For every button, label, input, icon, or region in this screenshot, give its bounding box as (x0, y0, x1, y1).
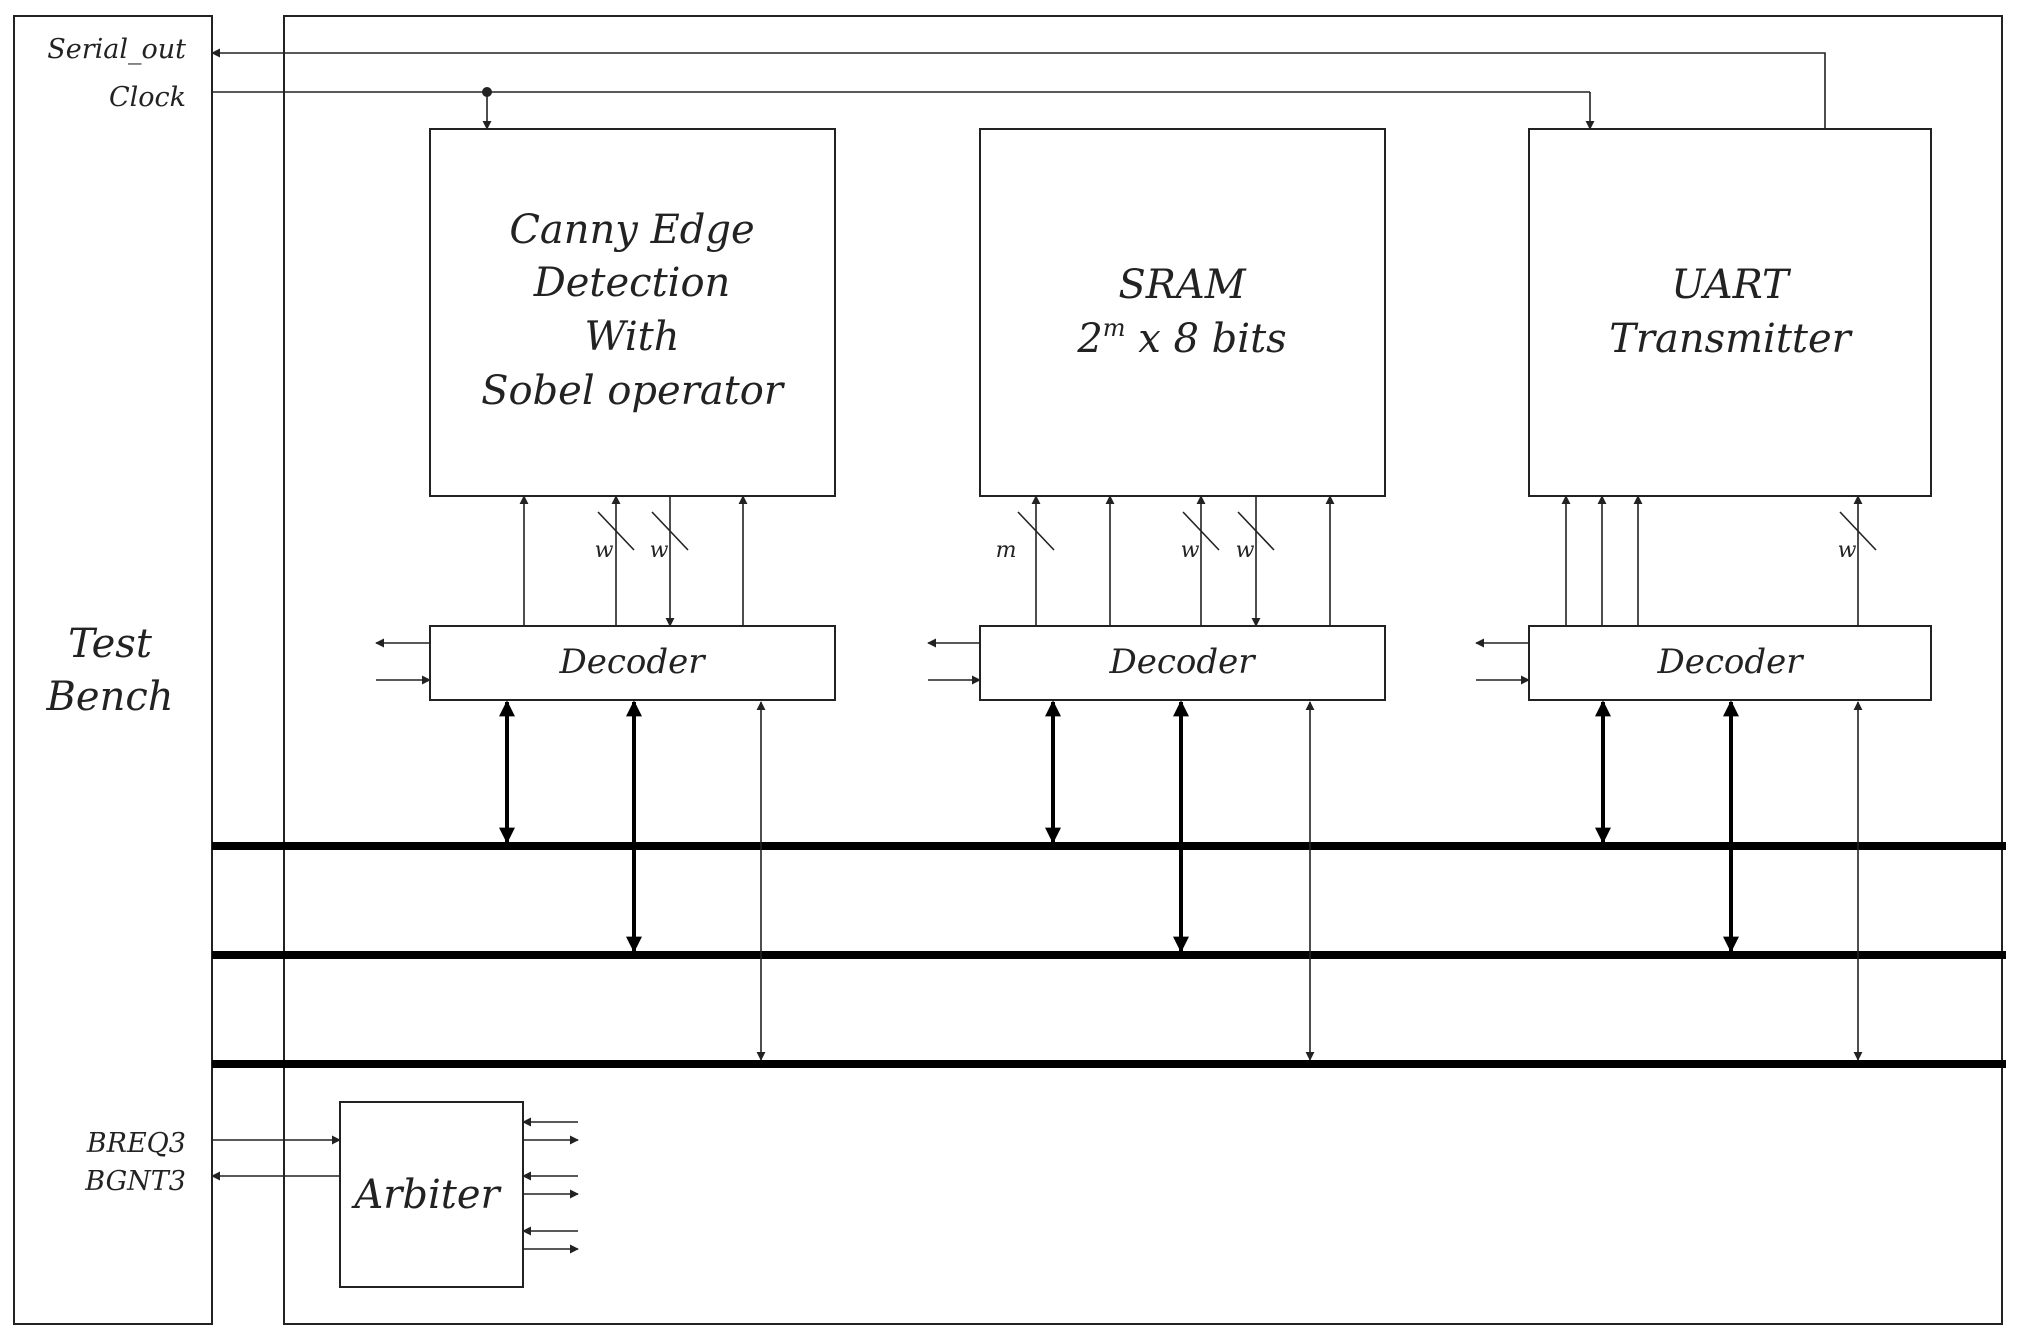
test-bench-box (13, 15, 213, 1325)
canny-bus-slash-1 (597, 511, 635, 551)
bgnt3-label: BGNT3 (84, 1166, 186, 1197)
canny-label-1: Canny Edge (509, 207, 754, 253)
sram-decoder-box (979, 625, 1386, 701)
sram-bus-slash-2 (1182, 511, 1220, 551)
uart-width-label-1: w (1838, 538, 1857, 563)
sram-block (979, 128, 1386, 497)
sram-width-label-1: m (996, 538, 1017, 563)
sram-width-label-2: w (1181, 538, 1200, 563)
canny-label-3: With (584, 314, 679, 360)
sram-size-base: 2 (1076, 316, 1102, 362)
canny-width-label-1: w (595, 538, 614, 563)
sram-bus-slash-3 (1237, 511, 1275, 551)
test-bench-label-2: Bench (46, 674, 174, 720)
sram-decoder-label: Decoder (1108, 642, 1256, 682)
canny-width-label-2: w (650, 538, 669, 563)
clock-label: Clock (109, 82, 186, 113)
canny-decoder-label: Decoder (558, 642, 706, 682)
canny-bus-slash-2 (651, 511, 689, 551)
serial-out-label: Serial_out (47, 34, 186, 65)
sram-size-rest: x 8 bits (1126, 316, 1287, 362)
breq3-label: BREQ3 (86, 1128, 186, 1159)
canny-block (429, 128, 836, 497)
sram-size-exponent: m (1103, 314, 1126, 342)
sram-bus-slash-1 (1017, 511, 1055, 551)
uart-bus-slash-1 (1839, 511, 1877, 551)
uart-label-1: UART (1671, 262, 1792, 308)
canny-label-2: Detection (533, 260, 731, 306)
uart-decoder-label: Decoder (1656, 642, 1804, 682)
sram-label-1: SRAM (1118, 262, 1246, 308)
clock-junction-dot (482, 87, 492, 97)
canny-label-4: Sobel operator (481, 368, 786, 414)
uart-block (1528, 128, 1932, 497)
canny-decoder-box (429, 625, 836, 701)
arbiter-box (339, 1101, 524, 1288)
sram-label-2: 2m x 8 bits (1076, 314, 1286, 362)
arbiter-label: Arbiter (350, 1172, 502, 1218)
uart-label-2: Transmitter (1609, 316, 1853, 362)
sram-width-label-3: w (1236, 538, 1255, 563)
test-bench-label-1: Test (68, 621, 153, 667)
uart-decoder-box (1528, 625, 1932, 701)
serial-out-line (211, 48, 1826, 129)
